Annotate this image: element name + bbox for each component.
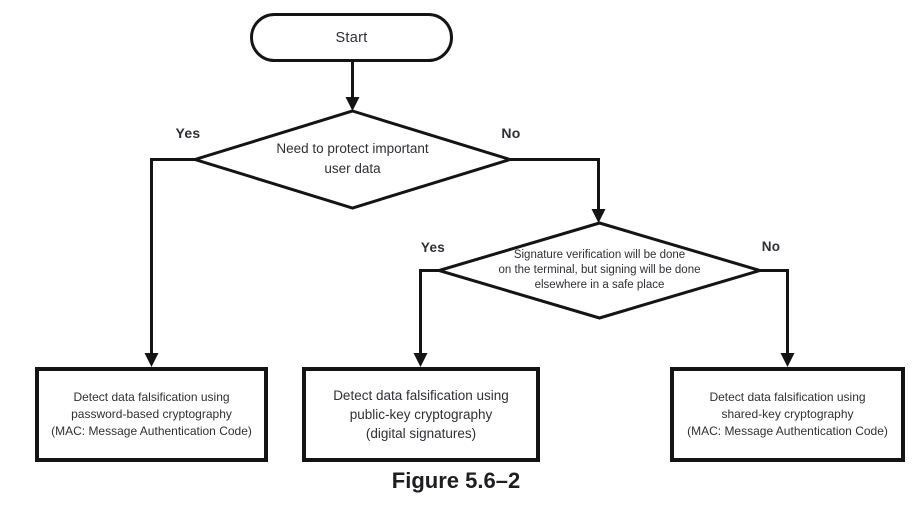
arrowhead-icon (780, 353, 795, 367)
outcome-publickey-box: Detect data falsification using public-k… (302, 367, 540, 462)
outcome-line: (MAC: Message Authentication Code) (687, 424, 888, 438)
arrowhead-icon (144, 353, 159, 367)
start-node: Start (250, 13, 453, 62)
connector-decision1-yes (150, 158, 198, 355)
outcome-password-box: Detect data falsification using password… (35, 367, 268, 462)
decision1-shape (189, 109, 516, 210)
outcome-line: (digital signatures) (365, 426, 477, 441)
connector-decision1-no (507, 158, 600, 211)
outcome-sharedkey-box: Detect data falsification using shared-k… (670, 367, 905, 462)
outcome-line: Detect data falsification using (333, 388, 509, 403)
decision1-line: Need to protect important (276, 141, 429, 156)
figure-caption: Figure 5.6–2 (391, 468, 521, 493)
decision2-line: on the terminal, but signing will be don… (498, 264, 701, 276)
decision1-line: user data (324, 161, 381, 176)
decision2-shape (433, 221, 766, 320)
connector-decision2-yes (419, 269, 442, 355)
decision2-line: Signature verification will be done (513, 249, 686, 261)
arrowhead-icon (413, 353, 428, 367)
label-decision2-yes: Yes (420, 240, 446, 255)
connector-decision2-no (757, 269, 789, 355)
outcome-line: (MAC: Message Authentication Code) (51, 424, 252, 438)
arrowhead-icon (345, 97, 360, 111)
label-decision1-no: No (501, 125, 521, 141)
outcome-line: Detect data falsification using (709, 390, 866, 404)
decision1-text: Need to protect important user data (232, 139, 473, 179)
arrowhead-icon (591, 209, 606, 223)
outcome-line: password-based cryptography (71, 407, 232, 421)
start-label: Start (335, 29, 368, 46)
label-decision2-no: No (761, 239, 781, 254)
outcome-line: public-key cryptography (349, 407, 493, 422)
decision2-line: elsewhere in a safe place (534, 279, 665, 291)
decision2-text: Signature verification will be done on t… (449, 248, 750, 293)
outcome-line: shared-key cryptography (721, 407, 854, 421)
label-decision1-yes: Yes (175, 125, 201, 141)
outcome-line: Detect data falsification using (73, 390, 230, 404)
